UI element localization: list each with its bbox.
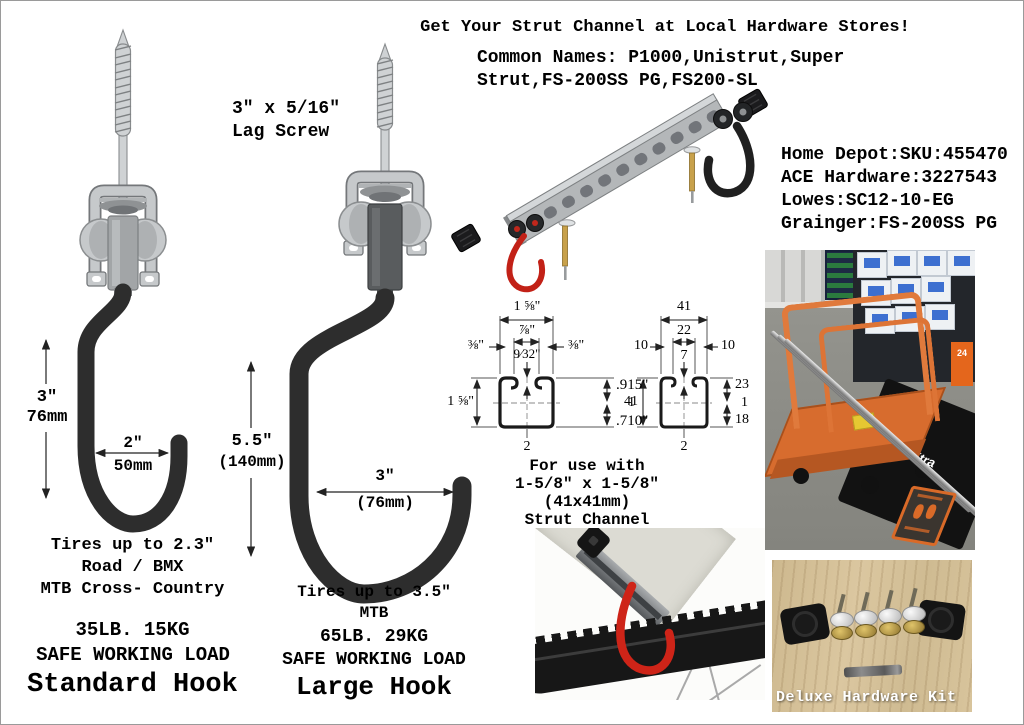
standard-height-in: 3" [36,388,58,407]
strut-cross-section-metric [637,316,733,438]
metric-height: 41 [624,394,638,409]
metric-upper-depth: 23 [735,377,749,392]
screw-washer-set [828,593,854,660]
kit-caption: Deluxe Hardware Kit [776,689,957,706]
imperial-lip-left: ⅜" [467,338,484,353]
standard-tires-line3: MTB Cross- Country [40,580,225,599]
red-hook-overlay [616,581,675,675]
large-load-line2: SAFE WORKING LOAD [282,650,466,670]
lag-screw-note-line2: Lag Screw [232,122,330,142]
deluxe-hardware-kit-photo: Deluxe Hardware Kit [772,560,972,712]
large-width-mm: (76mm) [356,494,414,512]
screw-washer-set [852,591,878,658]
metric-bottom-label: 2 [680,439,688,454]
imperial-lip-right: ⅜" [568,338,585,353]
retailer-ace: ACE Hardware:3227543 [781,168,998,188]
standard-width-mm: 50mm [113,457,153,475]
imperial-upper-depth: .915" [616,377,649,393]
page-title: Get Your Strut Channel at Local Hardware… [420,18,910,37]
large-width-in: 3" [375,467,395,485]
metric-top-width: 41 [677,299,691,314]
end-cap [451,223,481,253]
large-height-in: 5.5" [231,432,273,451]
standard-height-mm: 76mm [26,408,68,427]
large-hook-name: Large Hook [295,672,453,702]
imperial-inner-width: ⅞" [518,323,536,338]
product-box [857,252,887,278]
metric-lip-left: 10 [634,338,648,353]
metric-axis-label: 1 [741,395,748,410]
lag-screw-with-washer [558,146,701,280]
strut-cross-section-imperial [471,316,614,438]
product-box [925,304,955,330]
large-tires-line1: Tires up to 3.5" [297,583,451,601]
retailer-grainger: Grainger:FS-200SS PG [781,214,998,234]
screw-washer-set [900,587,926,654]
exploded-strut-assembly [451,88,768,293]
tire-on-hook-photo [535,528,765,700]
price-sign: 24 [951,342,973,386]
imperial-slot-width: 9⁄32" [513,346,541,361]
lag-screw-note-line1: 3" x 5/16" [232,99,341,119]
large-tires-line2: MTB [359,604,389,622]
common-names-line2: Strut,FS-200SS PG,FS200-SL [477,71,758,91]
standard-hook-name: Standard Hook [27,670,238,700]
product-box [947,250,975,276]
standard-tires-line1: Tires up to 2.3" [50,536,215,555]
product-box [865,308,895,334]
imperial-lower-depth: .710" [616,413,649,429]
imperial-bottom-label: 2 [523,439,531,454]
metric-lower-depth: 18 [735,412,749,427]
standard-load-line1: 35LB. 15KG [75,619,190,641]
product-box [861,280,891,306]
end-cap [779,602,831,646]
standard-tires-line2: Road / BMX [81,558,184,577]
standard-hook-dimension-lines [41,338,170,500]
standard-width-in: 2" [123,434,143,452]
cart-wheel [793,468,809,484]
metric-lip-right: 10 [721,338,735,353]
usage-note-line1: For use with [529,457,645,475]
retailer-home-depot: Home Depot:SKU:455470 [781,145,1008,165]
common-names-line1: Common Names: P1000,Unistrut,Super [477,48,845,68]
cart-rail [817,316,941,433]
store-cart-photo: 24 ProXtra [765,250,975,550]
imperial-axis-label: 1 [628,395,635,410]
red-hook-assembly [506,214,546,293]
product-box [887,250,917,276]
standard-hook-figure [41,28,188,533]
metric-inner-width: 22 [677,323,691,338]
metric-slot-width: 7 [680,348,688,363]
large-load-line1: 65LB. 29KG [319,627,429,647]
hex-driver-bit [843,664,903,678]
product-box [895,306,925,332]
product-box [921,276,951,302]
product-box [891,278,921,304]
large-hook-figure [246,42,472,604]
imperial-height: 1 ⅝" [447,394,474,409]
usage-note-line3: (41x41mm) [543,493,631,511]
screw-washer-set [876,589,902,656]
large-hook-dimension-lines [246,360,455,558]
product-box [917,250,947,276]
retailer-lowes: Lowes:SC12-10-EG [781,191,954,211]
large-height-mm: (140mm) [218,453,286,471]
black-hook-assembly [703,102,755,198]
standard-load-line2: SAFE WORKING LOAD [36,644,230,666]
imperial-top-width: 1 ⅝" [513,299,541,314]
cart-wheel [861,476,879,494]
usage-note-line2: 1-5/8" x 1-5/8" [514,475,660,493]
usage-note-line4: Strut Channel [524,511,650,529]
